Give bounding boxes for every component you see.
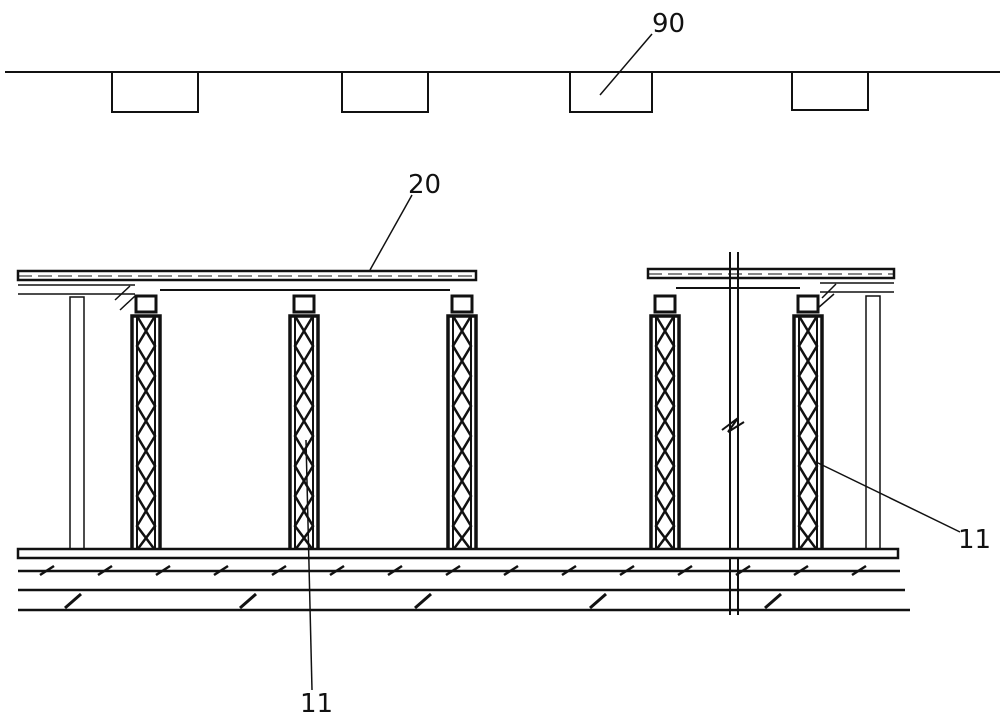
- rail-hatch: [65, 594, 81, 608]
- truss-columns: [132, 296, 822, 550]
- rail-hatch: [590, 594, 606, 608]
- rail-hatch: [765, 594, 781, 608]
- ceiling-beam: [342, 72, 428, 112]
- ceiling-beam: [112, 72, 198, 112]
- label-20: 20: [408, 170, 441, 200]
- left-frame: [18, 271, 476, 551]
- truss-column: [132, 296, 160, 550]
- label-90: 90: [652, 9, 685, 39]
- truss-column: [290, 296, 318, 550]
- base-rails: [18, 549, 910, 610]
- leader-lines: [306, 34, 960, 690]
- rail-hatch: [415, 594, 431, 608]
- right-frame: [648, 269, 894, 551]
- ceiling-beam: [570, 72, 652, 112]
- label-11-right: 11: [958, 525, 991, 555]
- ceiling-beam: [792, 72, 868, 110]
- label-11-left: 11: [300, 689, 333, 719]
- ceiling-structure: [5, 72, 1000, 112]
- truss-column: [448, 296, 476, 550]
- truss-column: [794, 296, 822, 550]
- truss-column: [651, 296, 679, 550]
- break-line: [722, 252, 744, 615]
- rail-hatch: [240, 594, 256, 608]
